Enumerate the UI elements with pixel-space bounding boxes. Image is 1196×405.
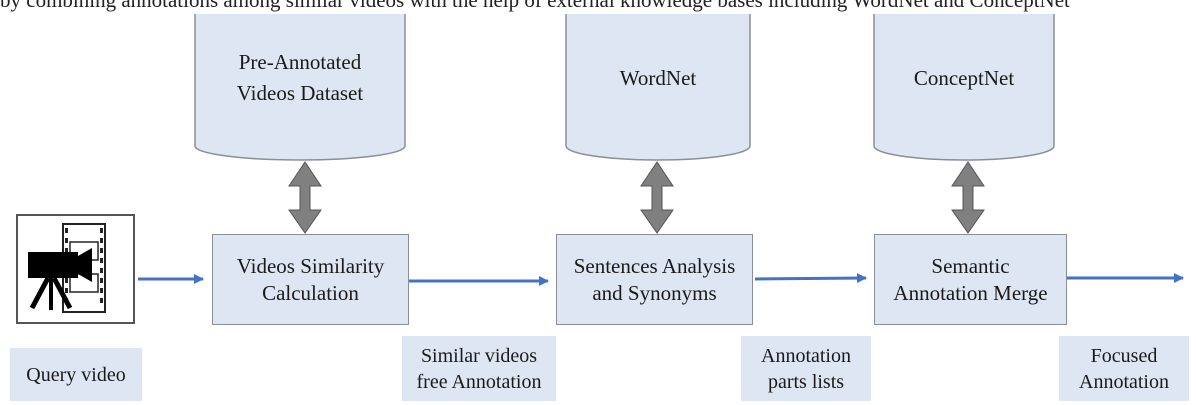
- flow-label-annotation-parts: Annotation parts lists: [741, 336, 871, 401]
- db-link-arrow-3: [951, 161, 985, 234]
- database-label: ConceptNet: [913, 65, 1015, 90]
- database-cylinder-conceptnet: [873, 14, 1055, 161]
- process-box-sentences: Sentences Analysis and Synonyms: [556, 234, 753, 325]
- db-link-arrow-2: [640, 161, 674, 234]
- process-box-merge: Semantic Annotation Merge: [874, 234, 1067, 325]
- database-cylinder-wordnet: [565, 14, 751, 161]
- db-link-arrow-1: [288, 161, 322, 234]
- video-camera-film-icon: [28, 223, 106, 313]
- database-label: WordNet: [619, 65, 697, 90]
- process-box-similarity: Videos Similarity Calculation: [212, 234, 409, 325]
- top-caption-text: by combining annotations among similar v…: [0, 0, 1070, 12]
- database-label: Pre-Annotated Videos Dataset: [236, 50, 364, 105]
- flow-label-similar-videos: Similar videos free Annotation: [402, 336, 556, 401]
- flow-label-focused-annotation: Focused Annotation: [1059, 336, 1189, 401]
- query-video-label: Query video: [10, 348, 142, 401]
- flow-arrow-3: [754, 273, 867, 284]
- query-video-frame: [16, 214, 135, 324]
- database-cylinder-pre-annotated: [194, 14, 406, 161]
